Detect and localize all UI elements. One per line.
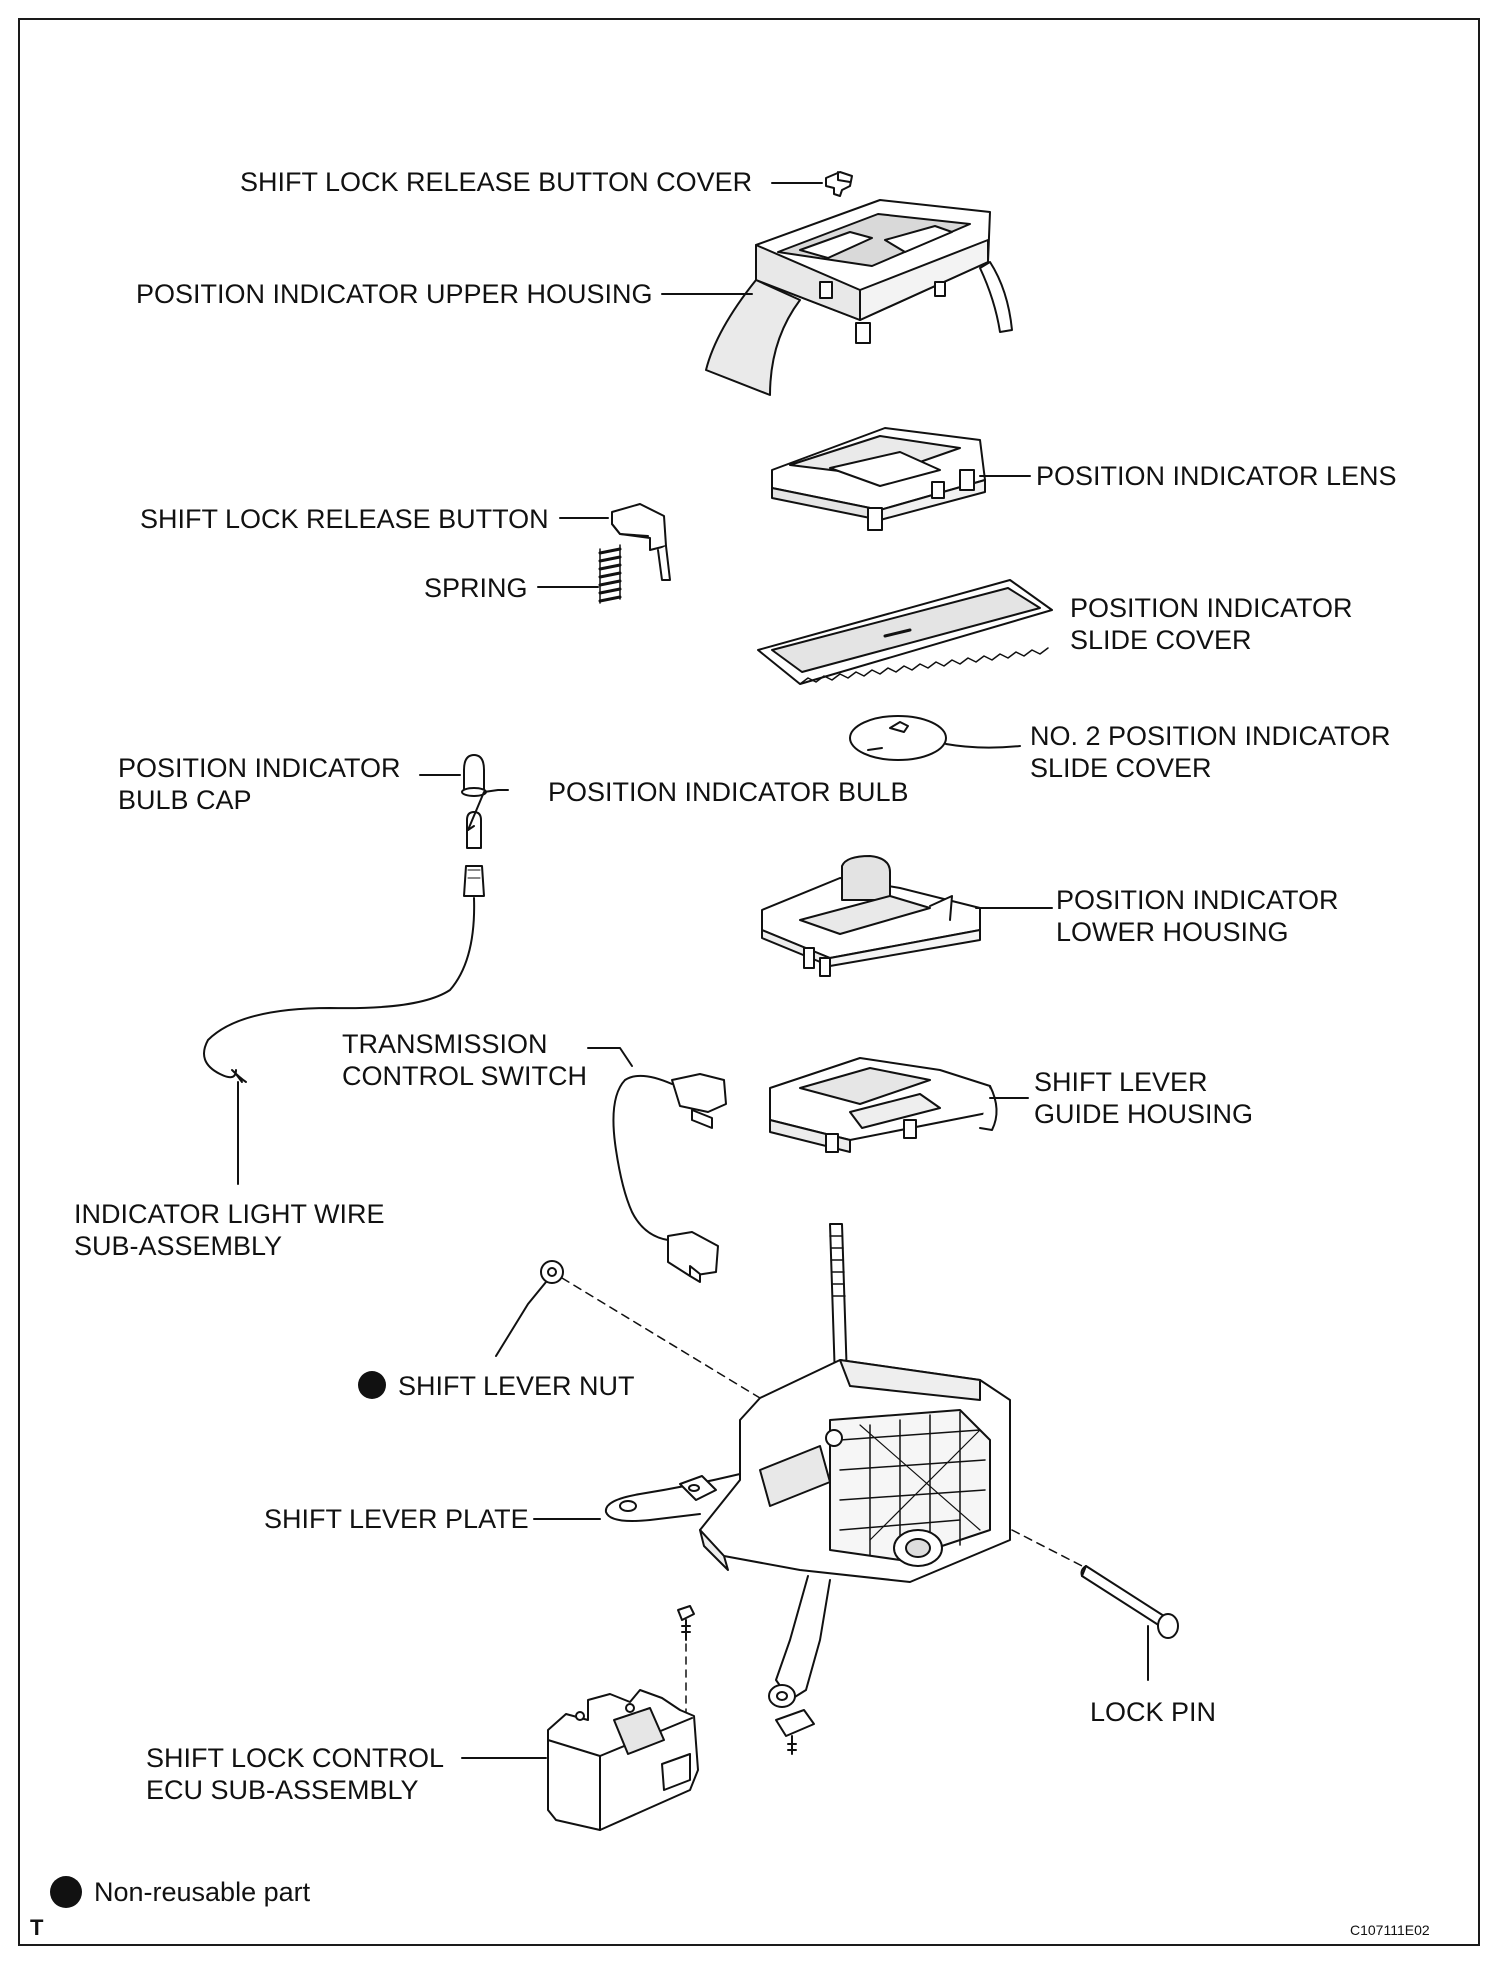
label-guide-housing-line2: GUIDE HOUSING [1034, 1099, 1254, 1129]
label-bulb-cap-line2: BULB CAP [118, 785, 252, 815]
shift-lever-plate-part [604, 1359, 1087, 1755]
label-bulb-cap-line1: POSITION INDICATOR [118, 753, 401, 783]
label-shift-lock-release-button-cover: SHIFT LOCK RELEASE BUTTON COVER [240, 167, 753, 197]
label-slide-cover-line2: SLIDE COVER [1070, 625, 1252, 655]
label-guide-housing-line1: SHIFT LEVER [1034, 1067, 1208, 1097]
bolt-part [677, 1605, 695, 1713]
label-transmission-control-switch-line1: TRANSMISSION [342, 1029, 548, 1059]
figure-code: C107111E02 [1350, 1922, 1430, 1938]
lower-housing-part [761, 855, 981, 977]
label-ecu-line1: SHIFT LOCK CONTROL [146, 1743, 445, 1773]
shift-lever-nut-part [540, 1260, 761, 1399]
label-no2-slide-cover-line1: NO. 2 POSITION INDICATOR [1030, 721, 1391, 751]
label-transmission-control-switch-line2: CONTROL SWITCH [342, 1061, 587, 1091]
lens-part [771, 427, 986, 531]
shift-lock-release-button-cover-part [825, 171, 853, 197]
label-spring: SPRING [424, 573, 528, 603]
label-lower-housing-line2: LOWER HOUSING [1056, 917, 1289, 947]
release-button-part [611, 503, 671, 581]
leader-lines [237, 182, 1149, 1759]
label-indicator-light-wire-line2: SUB-ASSEMBLY [74, 1231, 283, 1261]
label-ecu-line2: ECU SUB-ASSEMBLY [146, 1775, 419, 1805]
upper-housing-part [705, 199, 1013, 396]
no2-slide-cover-part [849, 715, 947, 761]
label-indicator-light-wire-line1: INDICATOR LIGHT WIRE [74, 1199, 385, 1229]
label-lock-pin: LOCK PIN [1090, 1697, 1217, 1727]
label-shift-lever-plate: SHIFT LEVER PLATE [264, 1504, 529, 1534]
label-position-indicator-lens: POSITION INDICATOR LENS [1036, 461, 1397, 491]
guide-housing-part [769, 1057, 998, 1153]
lock-pin-part [1080, 1565, 1179, 1639]
label-position-indicator-upper-housing: POSITION INDICATOR UPPER HOUSING [136, 279, 653, 309]
indicator-light-wire-part [203, 865, 485, 1083]
section-letter: T [30, 1915, 44, 1940]
non-reusable-marker-nut [358, 1371, 386, 1399]
label-shift-lock-release-button: SHIFT LOCK RELEASE BUTTON [140, 504, 549, 534]
label-lower-housing-line1: POSITION INDICATOR [1056, 885, 1339, 915]
bulb-cap-part [461, 754, 487, 797]
legend-marker [50, 1876, 82, 1908]
label-slide-cover-line1: POSITION INDICATOR [1070, 593, 1353, 623]
page-border [18, 18, 1480, 1946]
spring-part [598, 544, 622, 604]
label-shift-lever-nut: SHIFT LEVER NUT [398, 1371, 635, 1401]
slide-cover-part [757, 579, 1053, 685]
legend-non-reusable-text: Non-reusable part [94, 1877, 311, 1907]
ecu-part [547, 1689, 699, 1831]
transmission-control-switch-part [612, 1073, 727, 1283]
label-position-indicator-bulb: POSITION INDICATOR BULB [548, 777, 909, 807]
label-no2-slide-cover-line2: SLIDE COVER [1030, 753, 1212, 783]
